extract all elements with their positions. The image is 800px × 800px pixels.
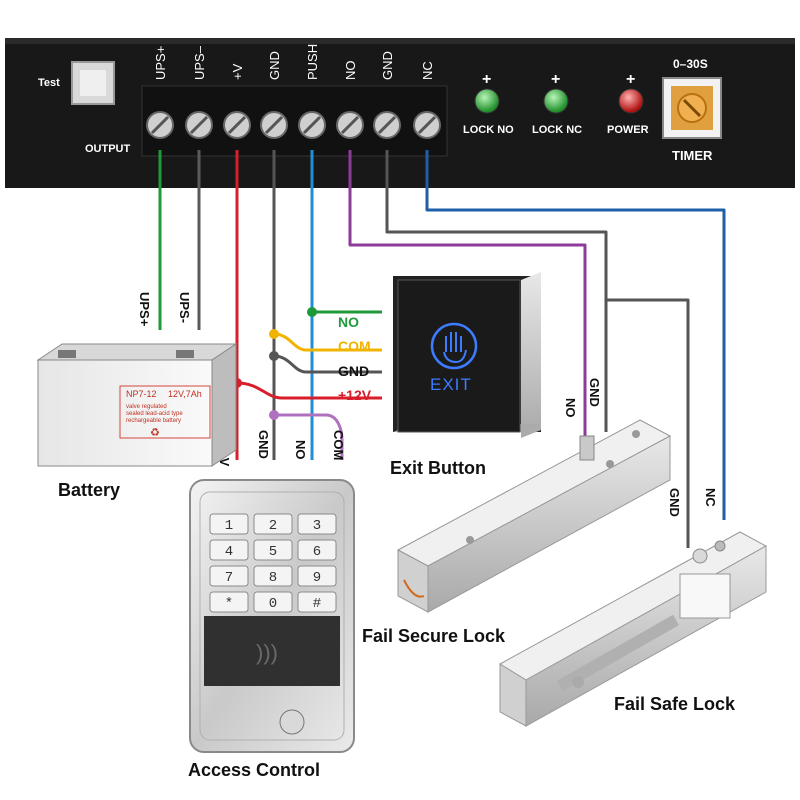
wires bbox=[158, 150, 726, 548]
terminal-screw-5 bbox=[336, 111, 364, 139]
svg-text:+: + bbox=[551, 71, 560, 88]
rfid-icon: ))) bbox=[256, 640, 278, 665]
terminal-screw-2 bbox=[223, 111, 251, 139]
wire-gnd-lock-2 bbox=[606, 298, 690, 548]
indicator-led-1: + LOCK NC bbox=[532, 71, 582, 136]
battery-text-3: rechargeable battery bbox=[126, 418, 181, 424]
timer-label: TIMER bbox=[672, 148, 713, 163]
wire-gnd-lock bbox=[385, 150, 608, 432]
bus-label-2: GND bbox=[338, 363, 369, 379]
exit-button[interactable]: EXIT Exit Button bbox=[390, 272, 541, 478]
key-4[interactable]: 5 bbox=[253, 539, 293, 561]
svg-text:8: 8 bbox=[269, 570, 277, 586]
terminal-screw-4 bbox=[298, 111, 326, 139]
key-6[interactable]: 7 bbox=[209, 565, 249, 587]
svg-text:+: + bbox=[626, 71, 635, 88]
terminal-screw-0 bbox=[146, 111, 174, 139]
battery-model: NP7-12 bbox=[126, 389, 157, 399]
battery-text-1: valve regulated bbox=[126, 404, 167, 410]
fail-safe-wire-label-0: GND bbox=[667, 488, 682, 517]
terminal-label-5: NO bbox=[343, 61, 358, 81]
exit-face-text: EXIT bbox=[430, 375, 472, 394]
access-control-keypad[interactable]: ))) 1 2 3 4 5 6 7 8 9 * 0 # Access Control bbox=[188, 479, 355, 780]
timer-knob[interactable] bbox=[662, 77, 722, 139]
battery-wire-label-0: UPS+ bbox=[137, 292, 152, 327]
fail-safe-caption: Fail Safe Lock bbox=[614, 694, 736, 714]
access-wire-label-2: NO bbox=[293, 440, 308, 460]
svg-text:#: # bbox=[313, 596, 321, 612]
key-5[interactable]: 6 bbox=[297, 539, 337, 561]
access-wire-label-1: GND bbox=[256, 430, 271, 459]
svg-text:7: 7 bbox=[225, 570, 233, 586]
terminal-screw-6 bbox=[373, 111, 401, 139]
fail-safe-wire-label-1: NC bbox=[703, 488, 718, 507]
bus-com-access bbox=[274, 413, 344, 460]
fail-secure-wire-label-1: GND bbox=[587, 378, 602, 407]
terminal-screw-3 bbox=[260, 111, 288, 139]
svg-text:1: 1 bbox=[225, 518, 233, 534]
indicator-label-0: LOCK NO bbox=[463, 124, 514, 136]
battery-text-2: sealed lead-acid type bbox=[126, 411, 183, 417]
bus-label-3: +12V bbox=[338, 387, 372, 403]
output-label: OUTPUT bbox=[85, 143, 131, 155]
hand-icon bbox=[430, 322, 478, 370]
terminal-screw-7 bbox=[413, 111, 441, 139]
svg-text:5: 5 bbox=[269, 544, 277, 560]
key-7[interactable]: 8 bbox=[253, 565, 293, 587]
access-control-caption: Access Control bbox=[188, 760, 320, 780]
svg-text:2: 2 bbox=[269, 518, 277, 534]
fail-secure-wire-label-0: NO bbox=[563, 398, 578, 418]
bell-button[interactable] bbox=[279, 709, 305, 735]
timer-range: 0–30S bbox=[673, 57, 708, 71]
svg-text:+: + bbox=[482, 71, 491, 88]
key-1[interactable]: 2 bbox=[253, 513, 293, 535]
battery-recycle-icon: ♻ bbox=[150, 427, 160, 439]
battery-caption: Battery bbox=[58, 480, 120, 500]
indicator-label-1: LOCK NC bbox=[532, 124, 582, 136]
wire-no-lock bbox=[348, 150, 587, 438]
terminal-screw-1 bbox=[185, 111, 213, 139]
test-label: Test bbox=[38, 77, 60, 89]
indicator-label-2: POWER bbox=[607, 124, 649, 136]
terminal-label-3: GND bbox=[267, 51, 282, 80]
exit-button-caption: Exit Button bbox=[390, 458, 486, 478]
key-10[interactable]: 0 bbox=[253, 591, 293, 613]
fail-secure-lock: Fail Secure Lock bbox=[362, 419, 672, 646]
controller-board: Test OUTPUT UPS+ UPS– +V GND PUSH NO GND NC + LO… bbox=[5, 38, 795, 188]
battery: NP7-12 12V,7Ah valve regulated sealed le… bbox=[36, 343, 238, 500]
key-2[interactable]: 3 bbox=[297, 513, 337, 535]
key-0[interactable]: 1 bbox=[209, 513, 249, 535]
fail-secure-caption: Fail Secure Lock bbox=[362, 626, 506, 646]
svg-text:3: 3 bbox=[313, 518, 321, 534]
terminal-label-2: +V bbox=[230, 63, 245, 80]
key-11[interactable]: # bbox=[297, 591, 337, 613]
battery-rating: 12V,7Ah bbox=[168, 389, 202, 399]
terminal-label-4: PUSH bbox=[305, 44, 320, 80]
bus-label-0: NO bbox=[338, 314, 359, 330]
indicator-led-2: + POWER bbox=[607, 71, 649, 136]
svg-text:6: 6 bbox=[313, 544, 321, 560]
fail-safe-lock: Fail Safe Lock bbox=[499, 531, 768, 727]
access-wire-label-3: COM bbox=[331, 430, 346, 460]
key-9[interactable]: * bbox=[209, 591, 249, 613]
key-8[interactable]: 9 bbox=[297, 565, 337, 587]
bus-12v bbox=[236, 381, 382, 400]
terminal-label-0: UPS+ bbox=[153, 46, 168, 80]
indicator-led-0: + LOCK NO bbox=[463, 71, 514, 136]
svg-text:*: * bbox=[225, 596, 233, 612]
terminal-label-6: GND bbox=[380, 51, 395, 80]
terminal-label-7: NC bbox=[420, 61, 435, 80]
bus-label-1: COM bbox=[338, 338, 371, 354]
battery-wire-label-1: UPS- bbox=[177, 292, 192, 323]
svg-text:4: 4 bbox=[225, 544, 233, 560]
svg-text:9: 9 bbox=[313, 570, 321, 586]
wire-nc-lock bbox=[425, 150, 726, 520]
key-3[interactable]: 4 bbox=[209, 539, 249, 561]
svg-text:0: 0 bbox=[269, 596, 277, 612]
terminal-label-1: UPS– bbox=[192, 45, 207, 80]
